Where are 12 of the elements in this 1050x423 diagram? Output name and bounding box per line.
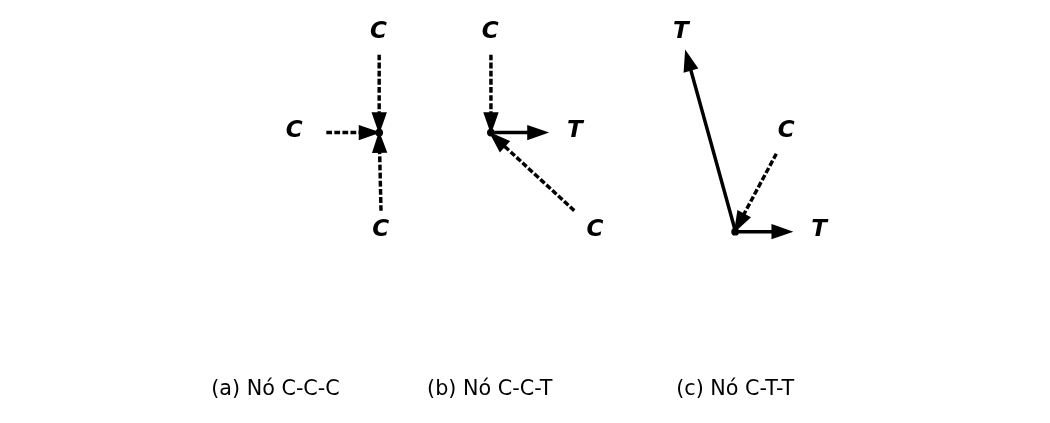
node-text: C: [481, 17, 499, 44]
node-text: C: [371, 215, 389, 242]
node-text: C: [586, 215, 603, 242]
label: (c) Nó C-T-T: [675, 375, 794, 400]
node-text: C: [777, 116, 795, 143]
node-text: T: [810, 215, 827, 242]
label: (b) Nó C-C-T: [426, 375, 552, 400]
node-text: T: [672, 17, 689, 44]
node-text: C: [285, 116, 303, 143]
node-text: T: [566, 116, 583, 143]
label: (a) Nó C-C-C: [210, 375, 340, 400]
node-text: C: [369, 17, 387, 44]
